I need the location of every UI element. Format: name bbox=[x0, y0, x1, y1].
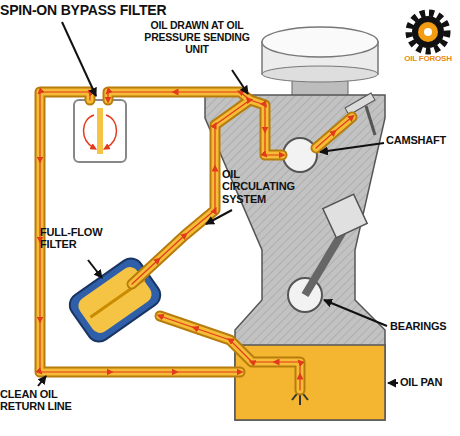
callout-label: CAMSHAFT bbox=[386, 134, 460, 146]
bypass-filter bbox=[74, 100, 126, 162]
camshaft-lobe bbox=[283, 138, 317, 172]
callout-label: OIL DRAWN AT OIL PRESSURE SENDING UNIT bbox=[138, 20, 256, 55]
logo-gear bbox=[409, 13, 447, 51]
callout-label: BEARINGS bbox=[390, 320, 460, 332]
connecting-rod bbox=[305, 228, 345, 295]
air-cleaner-base bbox=[262, 66, 378, 82]
leader-lines bbox=[38, 22, 398, 386]
callout-label: FULL-FLOW FILTER bbox=[40, 226, 110, 251]
callout-label: OIL PAN bbox=[400, 376, 460, 388]
rocker-arm bbox=[345, 93, 375, 115]
oil-pan-oil bbox=[235, 345, 385, 420]
callout-label: SPIN-ON BYPASS FILTER bbox=[0, 3, 220, 19]
callout-label: OIL CIRCULATING SYSTEM bbox=[222, 168, 300, 205]
air-cleaner-lid bbox=[262, 27, 378, 57]
piston bbox=[323, 194, 367, 237]
watermark-text: OIL FOROSH bbox=[398, 55, 458, 64]
valve-stem bbox=[366, 106, 375, 135]
oil-lines bbox=[40, 92, 352, 390]
callout-label: CLEAN OIL RETURN LINE bbox=[0, 388, 100, 413]
